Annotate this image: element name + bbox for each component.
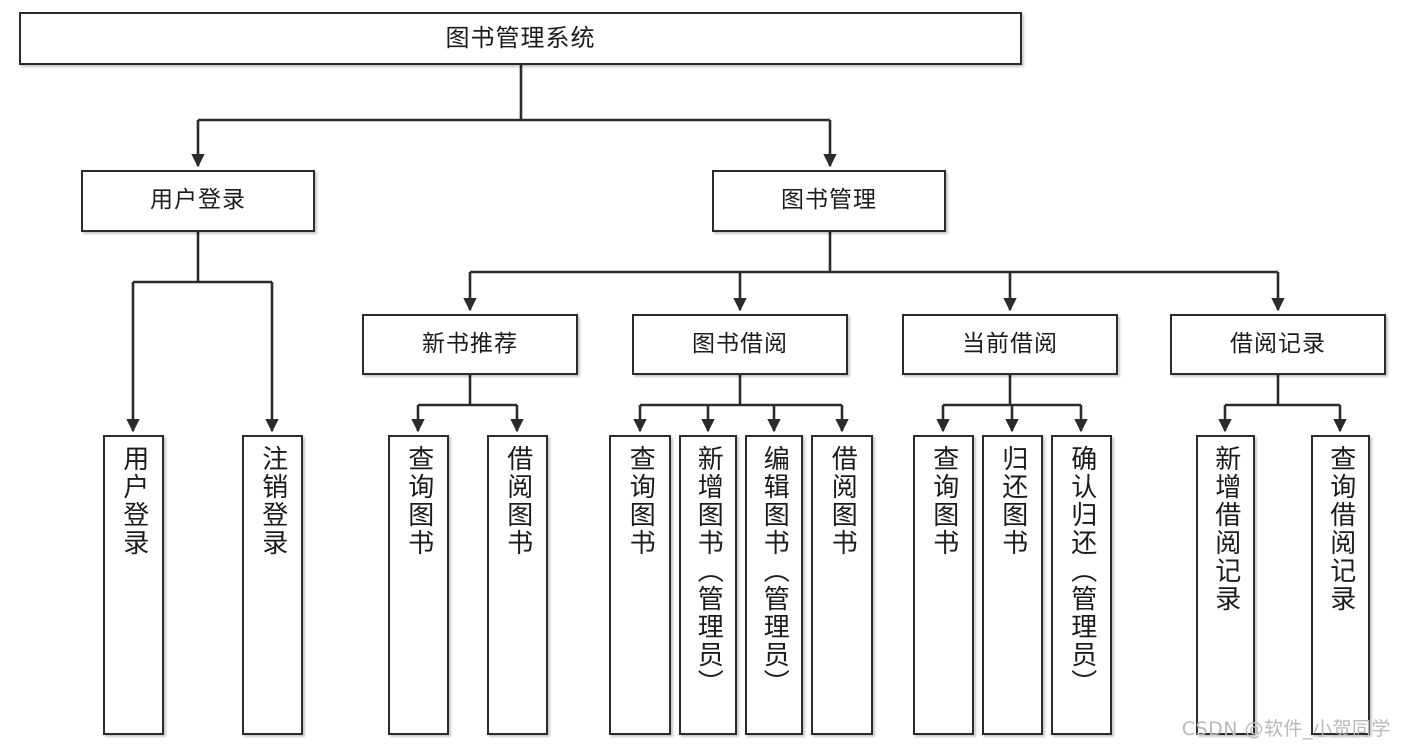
leaf-user-logout-label: 注销登录 — [257, 445, 288, 557]
leaf-add-record[interactable]: 新增借阅记录 — [1196, 435, 1255, 735]
node-book-borrow[interactable]: 图书借阅 — [632, 314, 848, 375]
node-root-label: 图书管理系统 — [445, 24, 596, 53]
leaf-query-book-3-label: 查询图书 — [928, 445, 959, 557]
leaf-query-book-1[interactable]: 查询图书 — [388, 435, 449, 735]
leaf-user-login-label: 用户登录 — [118, 445, 149, 557]
leaf-user-logout[interactable]: 注销登录 — [242, 435, 303, 735]
leaf-add-book-label: 新增图书（管理员） — [693, 445, 724, 697]
leaf-user-login[interactable]: 用户登录 — [103, 435, 164, 735]
leaf-query-book-1-label: 查询图书 — [403, 445, 434, 557]
node-new-book-recommend[interactable]: 新书推荐 — [362, 314, 578, 375]
node-borrow-record-label: 借阅记录 — [1230, 330, 1326, 357]
leaf-borrow-book-2[interactable]: 借阅图书 — [811, 435, 873, 735]
node-borrow-record[interactable]: 借阅记录 — [1170, 314, 1386, 375]
node-root[interactable]: 图书管理系统 — [19, 12, 1022, 65]
leaf-query-record-label: 查询借阅记录 — [1325, 445, 1356, 613]
leaf-return-book-label: 归还图书 — [997, 445, 1028, 557]
node-new-book-recommend-label: 新书推荐 — [422, 330, 518, 357]
node-book-borrow-label: 图书借阅 — [692, 330, 788, 357]
leaf-borrow-book-2-label: 借阅图书 — [827, 445, 858, 557]
leaf-add-record-label: 新增借阅记录 — [1210, 445, 1241, 613]
leaf-borrow-book-1-label: 借阅图书 — [502, 445, 533, 557]
leaf-edit-book-label: 编辑图书（管理员） — [759, 445, 790, 697]
leaf-query-book-3[interactable]: 查询图书 — [913, 435, 974, 735]
leaf-query-book-2[interactable]: 查询图书 — [609, 435, 671, 735]
leaf-edit-book[interactable]: 编辑图书（管理员） — [745, 435, 803, 735]
leaf-add-book[interactable]: 新增图书（管理员） — [679, 435, 737, 735]
leaf-return-book[interactable]: 归还图书 — [982, 435, 1043, 735]
node-current-borrow[interactable]: 当前借阅 — [902, 314, 1118, 375]
leaf-confirm-return[interactable]: 确认归还（管理员） — [1051, 435, 1112, 735]
csdn-watermark: CSDN @软件_小贺同学 — [1181, 718, 1391, 740]
leaf-query-book-2-label: 查询图书 — [625, 445, 656, 557]
node-book-management-label: 图书管理 — [781, 187, 877, 214]
node-book-management[interactable]: 图书管理 — [712, 170, 946, 232]
leaf-confirm-return-label: 确认归还（管理员） — [1066, 445, 1097, 697]
node-current-borrow-label: 当前借阅 — [962, 330, 1058, 357]
node-user-login-label: 用户登录 — [150, 187, 246, 214]
leaf-query-record[interactable]: 查询借阅记录 — [1311, 435, 1370, 735]
node-user-login[interactable]: 用户登录 — [81, 170, 315, 232]
leaf-borrow-book-1[interactable]: 借阅图书 — [487, 435, 548, 735]
